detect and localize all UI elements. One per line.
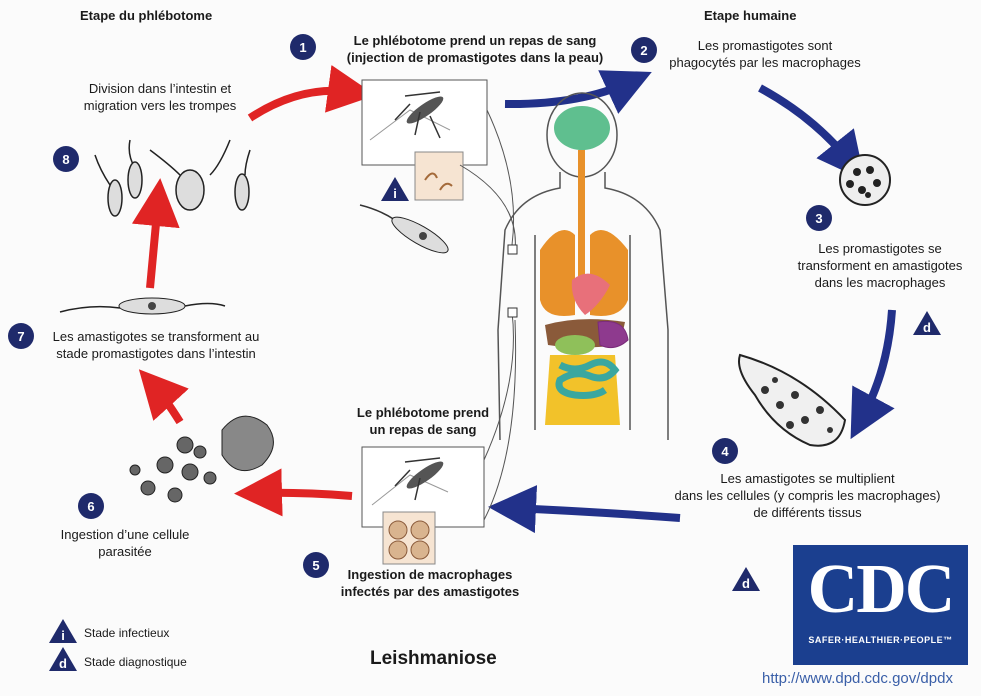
brain [554,106,610,150]
tissue-cell-step-4 [738,353,847,447]
step-1-line-2: (injection de promastigotes dans la peau… [346,50,604,65]
stomach [555,335,595,355]
arrow-3-to-4 [850,309,896,440]
svg-text:i: i [393,186,397,201]
step-8-line-2: migration vers les trompes [83,98,237,113]
step-7-text: Les amastigotes se transforment au stade… [36,328,276,362]
svg-text:d: d [742,576,750,591]
svg-text:d: d [59,656,67,671]
human-stage-header: Etape humaine [704,8,797,23]
cdc-tagline: SAFER·HEALTHIER·PEOPLE™ [808,635,953,645]
step-4-line-3: de différents tissus [753,505,862,520]
step-badge-3: 3 [806,205,832,231]
svg-text:d: d [923,320,931,335]
step-4-text: Les amastigotes se multiplient dans les … [655,470,960,521]
step-5-line-1: Ingestion de macrophages [347,567,513,582]
human-body [497,92,669,441]
step-badge-1: 1 [290,34,316,60]
step-1-text: Le phlébotome prend un repas de sang (in… [320,32,630,66]
step-badge-2: 2 [631,37,657,63]
step-3-text: Les promastigotes se transforment en ama… [785,240,975,291]
legend-diagnostic-icon: d [49,647,77,671]
small-intestine [555,358,620,399]
lung-left [540,230,575,316]
step-4-line-1: Les amastigotes se multiplient [720,471,895,486]
cdc-logo: CDC SAFER·HEALTHIER·PEOPLE™ [793,545,968,665]
legend-infective-label: Stade infectieux [84,626,170,640]
heart [571,273,610,315]
step-5-line-2: infectés par des amastigotes [340,584,520,599]
macrophage-step-3 [839,154,891,206]
step-1-line-1: Le phlébotome prend un repas de sang [353,33,597,48]
arrow-2-to-3 [758,84,865,181]
step-5-blood-meal-text: Le phlébotome prend un repas de sang [328,404,518,438]
arrow-6-to-7 [138,369,189,425]
arrow-5-to-6 [234,468,353,517]
step-5-text: Ingestion de macrophages infectés par de… [320,566,540,600]
step-3-line-2: transforment en amastigotes [797,258,963,273]
blood-meal-panel-5 [361,446,485,565]
cdc-url[interactable]: http://www.dpd.cdc.gov/dpdx [762,670,953,687]
arrow-4-to-5 [488,485,681,534]
arrow-8-to-1 [247,65,376,122]
blood-meal-panel-1 [361,79,488,201]
promastigote-step-7 [59,297,226,315]
spleen [597,320,629,349]
step-badge-4: 4 [712,438,738,464]
esophagus [578,150,585,290]
large-intestine [545,355,620,425]
step-3-line-1: Les promastigotes se [818,241,942,256]
promastigote-panel-1 [359,204,449,254]
step-2-text: Les promastigotes sont phagocytés par le… [660,37,870,71]
step-badge-7: 7 [8,323,34,349]
step-2-line-1: Les promastigotes sont [697,38,833,53]
step-3-line-3: dans les macrophages [814,275,946,290]
infective-stage-icon: i [381,177,409,201]
sandfly-stage-header: Etape du phlébotome [80,8,213,23]
step-badge-5: 5 [303,552,329,578]
step-5-blood-meal-line-2: un repas de sang [369,422,477,437]
diagram-title: Leishmaniose [370,648,497,669]
diagnostic-stage-icon-4: d [732,567,760,591]
organs [540,106,629,425]
step-8-text: Division dans l’intestin et migration ve… [60,80,260,114]
step-7-line-1: Les amastigotes se transforment au [52,329,260,344]
step-4-line-2: dans les cellules (y compris les macroph… [674,488,941,503]
promastigotes-step-8 [94,139,251,217]
step-6-text: Ingestion d’une cellule parasitée [40,526,210,560]
legend-infective-icon: i [49,619,77,643]
step-badge-6: 6 [78,493,104,519]
step-6-line-2: parasitée [98,544,152,559]
arrow-1-to-2 [504,70,652,114]
step-8-line-1: Division dans l’intestin et [88,81,232,96]
arrow-7-to-8 [131,178,180,289]
step-badge-8: 8 [53,146,79,172]
ingested-cells-step-6 [129,415,274,503]
step-6-line-1: Ingestion d’une cellule [60,527,190,542]
cdc-logo-letters: CDC [807,551,956,628]
step-2-line-2: phagocytés par les macrophages [669,55,861,70]
legend-diagnostic-label: Stade diagnostique [84,655,187,669]
svg-text:i: i [61,628,65,643]
step-5-blood-meal-line-1: Le phlébotome prend [356,405,490,420]
diagnostic-stage-icon-3: d [913,311,941,335]
step-7-line-2: stade promastigotes dans l’intestin [56,346,256,361]
